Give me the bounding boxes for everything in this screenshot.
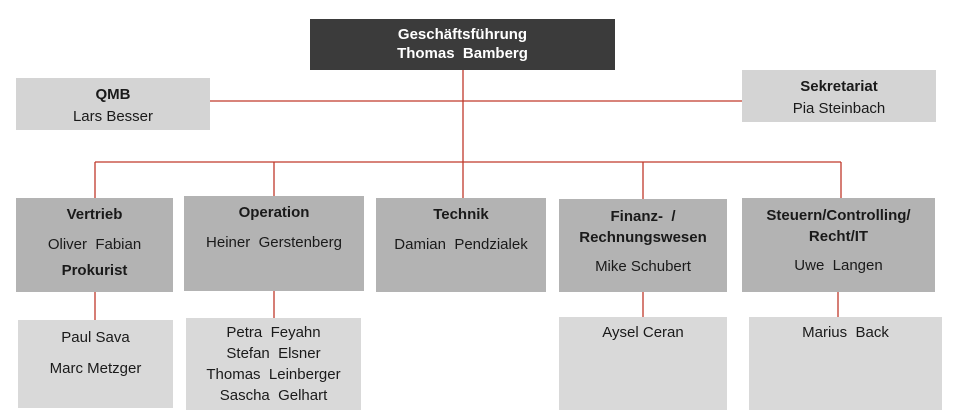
- member-item: Petra Feyahn: [226, 324, 321, 341]
- staff-qmb-title: QMB: [95, 86, 131, 103]
- dept-box-vertrieb: Vertrieb Oliver Fabian Prokurist: [16, 198, 173, 292]
- member-item: Thomas Leinberger: [206, 366, 341, 383]
- dept-title-line2: Recht/IT: [808, 228, 869, 245]
- staff-qmb-name: Lars Besser: [72, 108, 154, 125]
- dept-box-steuern: Steuern/Controlling/ Recht/IT Uwe Langen: [742, 198, 935, 292]
- member-item: Sascha Gelhart: [219, 387, 328, 404]
- dept-box-finanz: Finanz- / Rechnungswesen Mike Schubert: [559, 199, 727, 292]
- staff-box-qmb: QMB Lars Besser: [16, 78, 210, 130]
- dept-title: Operation: [238, 204, 310, 221]
- dept-title-line1: Steuern/Controlling/: [766, 207, 911, 224]
- member-item: Marius Back: [802, 324, 889, 341]
- dept-head: Oliver Fabian: [47, 236, 142, 253]
- staff-sekretariat-title: Sekretariat: [800, 78, 878, 95]
- members-box-steuern: Marius Back: [749, 317, 942, 410]
- member-item: Stefan Elsner: [226, 345, 321, 362]
- dept-head: Heiner Gerstenberg: [206, 234, 342, 251]
- staff-box-sekretariat: Sekretariat Pia Steinbach: [742, 70, 936, 122]
- dept-head: Uwe Langen: [794, 257, 883, 274]
- dept-title-line1: Finanz- /: [610, 208, 676, 225]
- members-box-vertrieb: Paul Sava Marc Metzger: [18, 320, 173, 408]
- members-box-finanz: Aysel Ceran: [559, 317, 727, 410]
- dept-title: Vertrieb: [66, 206, 123, 223]
- dept-title-line2: Rechnungswesen: [579, 229, 707, 246]
- dept-head: Mike Schubert: [595, 258, 691, 275]
- dept-extra: Prokurist: [61, 262, 128, 279]
- dept-box-technik: Technik Damian Pendzialek: [376, 198, 546, 292]
- member-item: Marc Metzger: [49, 360, 142, 377]
- dept-head: Damian Pendzialek: [394, 236, 528, 253]
- member-item: Paul Sava: [61, 329, 130, 346]
- ceo-title: Geschäftsführung: [397, 26, 528, 43]
- ceo-name: Thomas Bamberg: [397, 45, 528, 62]
- member-item: Aysel Ceran: [602, 324, 684, 341]
- ceo-box: Geschäftsführung Thomas Bamberg: [310, 19, 615, 70]
- dept-title: Technik: [433, 206, 489, 223]
- members-box-operation: Petra Feyahn Stefan Elsner Thomas Leinbe…: [186, 318, 361, 410]
- staff-sekretariat-name: Pia Steinbach: [792, 100, 886, 117]
- dept-box-operation: Operation Heiner Gerstenberg: [184, 196, 364, 291]
